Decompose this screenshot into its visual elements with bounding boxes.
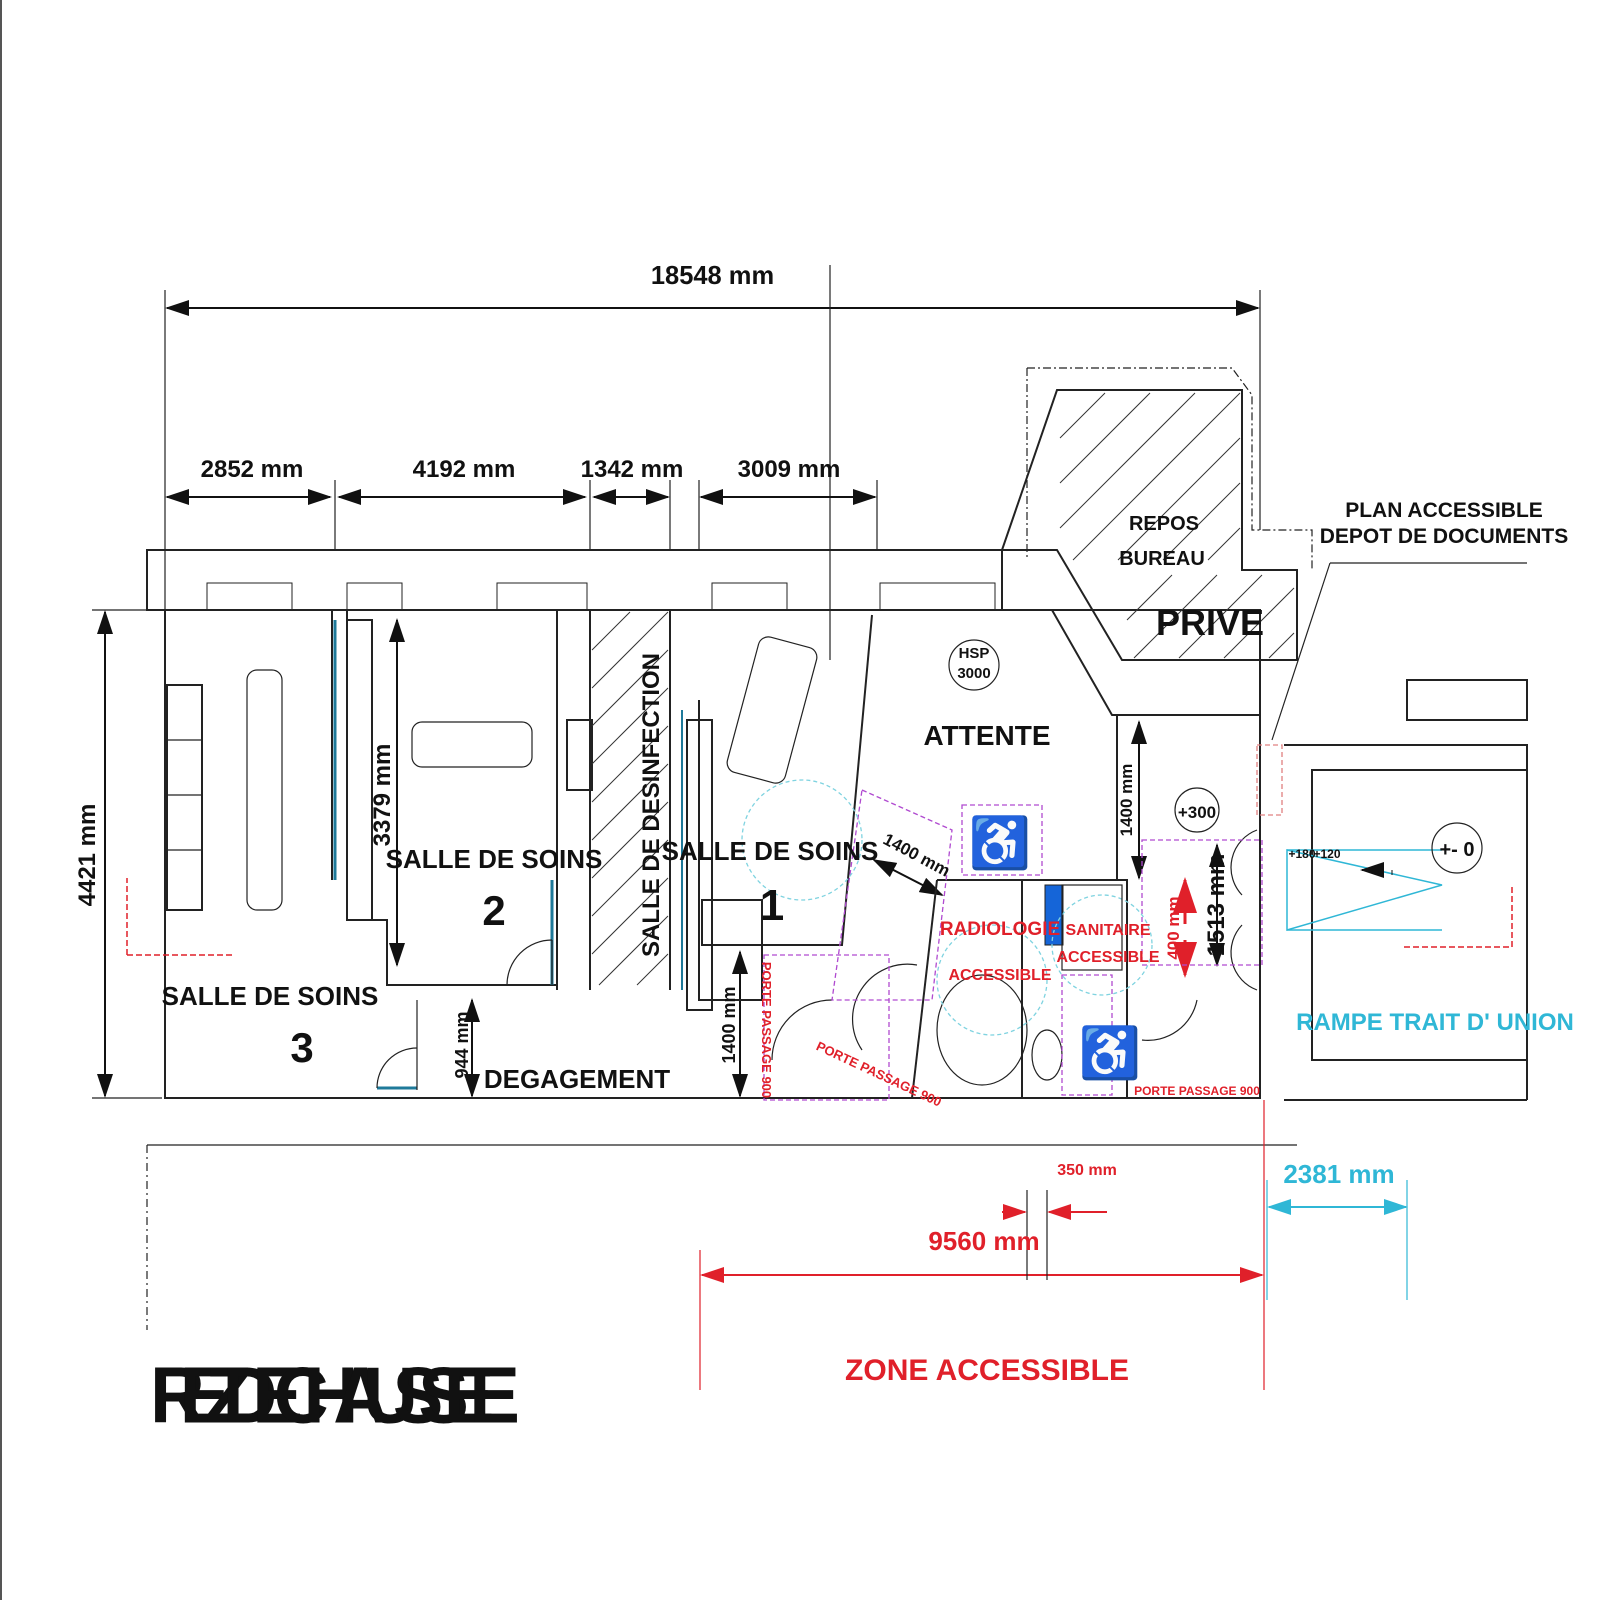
dim-total: 18548 mm [651,262,774,290]
hsp-value: 3000 [957,665,990,682]
hatch-line [1207,527,1241,561]
hatch-line [591,877,669,955]
room-salle3-num: 3 [290,1024,313,1071]
hatch-line [1268,632,1295,659]
dim-passage-diag: 1400 mm [880,830,953,881]
plan-label-2: DEPOT DE DOCUMENTS [1320,525,1569,548]
room-salle2-name: SALLE DE SOINS [386,844,603,874]
hatch-line [1126,574,1173,621]
hatch-line [591,649,669,727]
wheelchair-icon: ♿ [969,814,1031,871]
room-salle3-name: SALLE DE SOINS [162,981,379,1011]
page-title: REZ DE CHAUSSEE [150,1350,520,1440]
hatch-line [591,763,669,841]
porte-passage-1: PORTE PASSAGE 900 [759,962,774,1098]
dim-segment-2: 4192 mm [413,456,516,483]
room-salle1-num: 1 [760,881,784,930]
room-ramp: RAMPE TRAIT D' UNION [1296,1009,1574,1036]
hatching [591,392,1295,986]
hatch-line [591,687,669,765]
svg-text:♿: ♿ [1079,1024,1141,1081]
hatch-line [591,611,631,651]
room-prive: PRIVE [1156,602,1264,643]
dimension-lines [92,265,1408,1390]
walls [146,367,1528,1101]
zone-accessible-label: ZONE ACCESSIBLE [845,1354,1129,1387]
hatch-line [1059,392,1106,439]
room-sanitaire: SANITAIRE [1065,922,1150,939]
blue-panel [1044,884,1064,946]
dim-depth: 4421 mm [74,804,101,907]
hatch-line [591,611,669,689]
hatch-line [1162,482,1241,561]
hatch-line [591,725,669,803]
svg-text:♿: ♿ [969,814,1031,871]
room-attente: ATTENTE [923,720,1050,751]
hatch-line [591,839,669,917]
level-180: +180 [1288,847,1315,861]
hatch-line [636,953,669,986]
level-300: +300 [1178,803,1216,822]
hatch-line [1059,392,1151,484]
dim-2381: 2381 mm [1283,1159,1394,1189]
plan-label-1: PLAN ACCESSIBLE [1345,499,1543,522]
dim-passage-left: 1400 mm [719,986,739,1063]
room-desinfection: SALLE DE DESINFECTION [638,653,665,957]
dim-segment-4: 3009 mm [738,456,841,483]
room-radiologie-accessible: ACCESSIBLE [948,967,1051,984]
dim-segment-1: 2852 mm [201,456,304,483]
room-repos: REPOS [1129,513,1199,535]
dim-salle2: 3379 mm [369,744,396,847]
room-radiologie: RADIOLOGIE [940,919,1060,940]
room-salle2-num: 2 [482,887,505,934]
room-salle1-name: SALLE DE SOINS [662,836,879,866]
level-120: +120 [1313,847,1340,861]
room-bureau: BUREAU [1119,548,1205,570]
hatch-line [1117,437,1241,561]
dim-9560: 9560 mm [928,1226,1039,1256]
level-0: +- 0 [1439,839,1474,861]
hatch-line [1178,574,1263,659]
dim-1513: 1513 mm [1203,854,1230,957]
hatch-line [1059,392,1196,529]
porte-passage-3: PORTE PASSAGE 900 [1134,1084,1260,1098]
doors-furniture [126,636,1513,1101]
hatch-line [1223,587,1295,659]
hsp-label: HSP [959,645,990,662]
dim-passage-right: 1400 mm [1117,764,1136,837]
dim-400: 400 mm [1164,896,1183,959]
wheelchair-icon: ♿ [1079,1024,1141,1081]
hatch-line [591,801,669,879]
hatch-line [598,915,669,986]
dim-degagement: 944 mm [452,1011,472,1078]
hatch-line [1133,574,1218,659]
dim-350: 350 mm [1057,1162,1117,1179]
room-sanitaire-accessible: ACCESSIBLE [1056,949,1159,966]
hatch-line [1072,392,1241,561]
dim-segment-3: 1342 mm [581,456,684,483]
room-degagement: DEGAGEMENT [484,1064,670,1094]
